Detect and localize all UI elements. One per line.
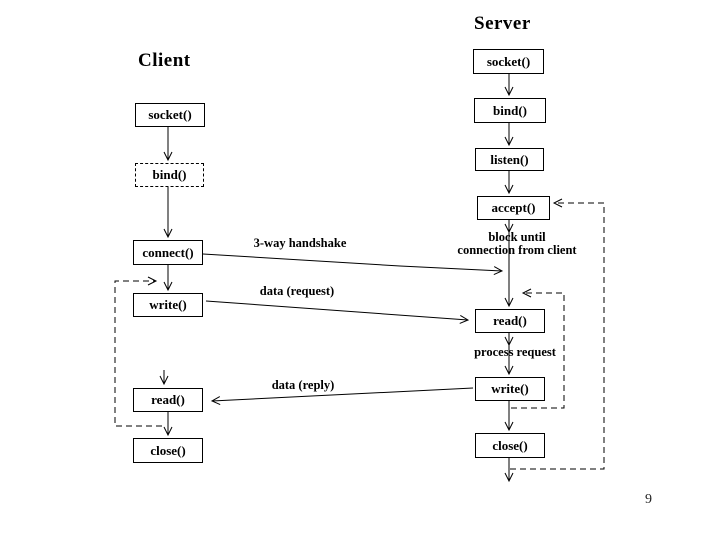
client-write-box: write() xyxy=(133,293,203,317)
server-socket-box: socket() xyxy=(473,49,544,74)
handshake-label: 3-way handshake xyxy=(253,236,347,250)
edge-client-loop-read-to-write xyxy=(114,276,162,427)
client-close-box: close() xyxy=(133,438,203,463)
edge-server-loop-write-to-read xyxy=(511,288,565,409)
client-bind-box: bind() xyxy=(135,163,204,187)
client-read-box: read() xyxy=(133,388,203,412)
server-read-box: read() xyxy=(475,309,545,333)
server-listen-box: listen() xyxy=(475,148,544,171)
page-number: 9 xyxy=(645,492,652,507)
server-bind-box: bind() xyxy=(474,98,546,123)
process-request-label: process request xyxy=(474,345,556,359)
client-connect-box: connect() xyxy=(133,240,203,265)
block-until-line2: connection from client xyxy=(457,243,577,257)
edge-server-loop-close-to-accept xyxy=(510,198,605,470)
client-socket-box: socket() xyxy=(135,103,205,127)
edge-data-request xyxy=(205,300,470,324)
edge-data-reply xyxy=(210,387,474,406)
data-request-label: data (request) xyxy=(259,284,335,298)
client-title: Client xyxy=(138,50,191,71)
block-until-label: block until connection from client xyxy=(452,231,582,257)
edge-handshake xyxy=(202,253,504,276)
data-reply-label: data (reply) xyxy=(271,378,335,392)
block-until-line1: block until xyxy=(488,230,546,244)
server-title: Server xyxy=(474,13,531,34)
server-close-box: close() xyxy=(475,433,545,458)
server-accept-box: accept() xyxy=(477,196,550,220)
server-write-box: write() xyxy=(475,377,545,401)
